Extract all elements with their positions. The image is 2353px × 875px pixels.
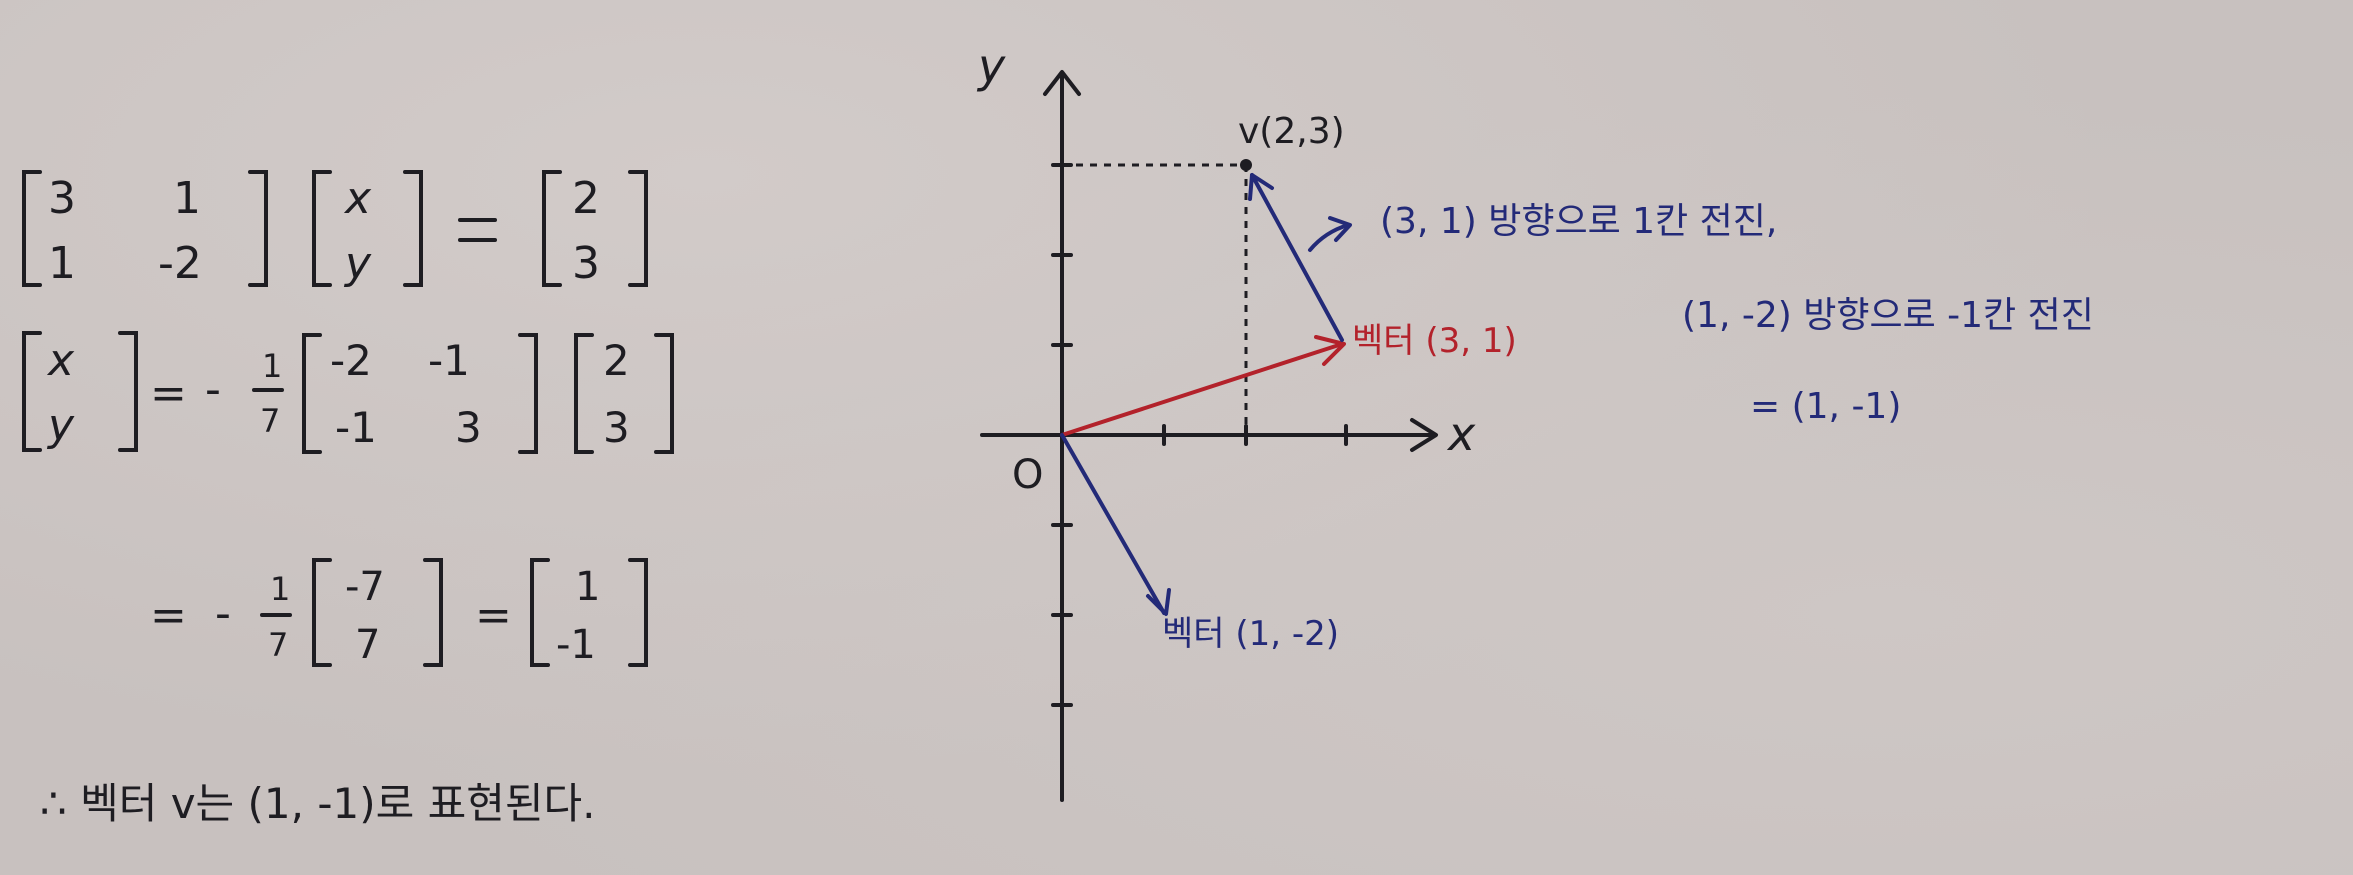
eq1-m11: 3 [48, 173, 76, 224]
eq3-coef-den: 7 [268, 626, 288, 664]
note-line-1: (3, 1) 방향으로 1칸 전진, [1380, 201, 1777, 242]
vector-a-arrow [1060, 335, 1346, 437]
eq1-rhs-1: 2 [572, 173, 600, 224]
eq1-m12: 1 [173, 173, 201, 224]
step-arrow [1248, 173, 1344, 342]
note-line-3: = (1, -1) [1750, 386, 1901, 427]
origin-label: O [1012, 452, 1043, 498]
vector-b-arrow [1060, 433, 1171, 616]
y-axis-label: y [976, 39, 1006, 93]
eq2-coef-sign: - [205, 364, 221, 415]
eq1-m22: -2 [158, 238, 202, 289]
eq3-result-2: -1 [556, 622, 596, 668]
eq3-coef-sign: - [215, 588, 231, 639]
eq1-var-x: x [343, 173, 372, 224]
equation-2-brackets [22, 331, 674, 454]
eq2-vec-1: 2 [603, 336, 630, 385]
eq2-lhs-x: x [46, 335, 75, 386]
eq3-coef-num: 1 [270, 570, 290, 608]
vector-b-label: 벡터 (1, -2) [1162, 614, 1339, 654]
eq2-m12: -1 [428, 336, 470, 385]
x-axis-label: x [1446, 407, 1476, 461]
vector-a-label: 벡터 (3, 1) [1352, 321, 1517, 361]
eq3-result-1: 1 [575, 564, 600, 610]
eq2-coef-den: 7 [260, 402, 280, 440]
equation-3-brackets [260, 558, 648, 667]
eq3-equals: = [150, 590, 187, 641]
guide-lines [1062, 163, 1248, 435]
eq2-m22: 3 [455, 403, 482, 452]
axes [980, 70, 1438, 802]
conclusion-text: ∴ 벡터 v는 (1, -1)로 표현된다. [40, 779, 596, 828]
eq3-equals-2: = [475, 590, 512, 641]
eq3-vec-2: 7 [355, 622, 380, 668]
equation-1 [22, 170, 648, 287]
eq2-m21: -1 [335, 403, 377, 452]
eq1-rhs-2: 3 [572, 238, 600, 289]
eq2-lhs-y: y [46, 400, 75, 451]
note-pointer-arrow [1308, 216, 1352, 252]
point-v-label: v(2,3) [1238, 111, 1345, 152]
point-v-dot [1240, 159, 1252, 171]
eq2-coef-num: 1 [262, 347, 282, 385]
eq3-vec-1: -7 [345, 564, 385, 610]
eq2-vec-2: 3 [603, 403, 630, 452]
eq2-equals: = [150, 368, 187, 419]
eq1-var-y: y [343, 238, 372, 289]
note-line-2: (1, -2) 방향으로 -1칸 전진 [1682, 295, 2094, 336]
eq2-m11: -2 [330, 336, 372, 385]
eq1-m21: 1 [48, 238, 76, 289]
